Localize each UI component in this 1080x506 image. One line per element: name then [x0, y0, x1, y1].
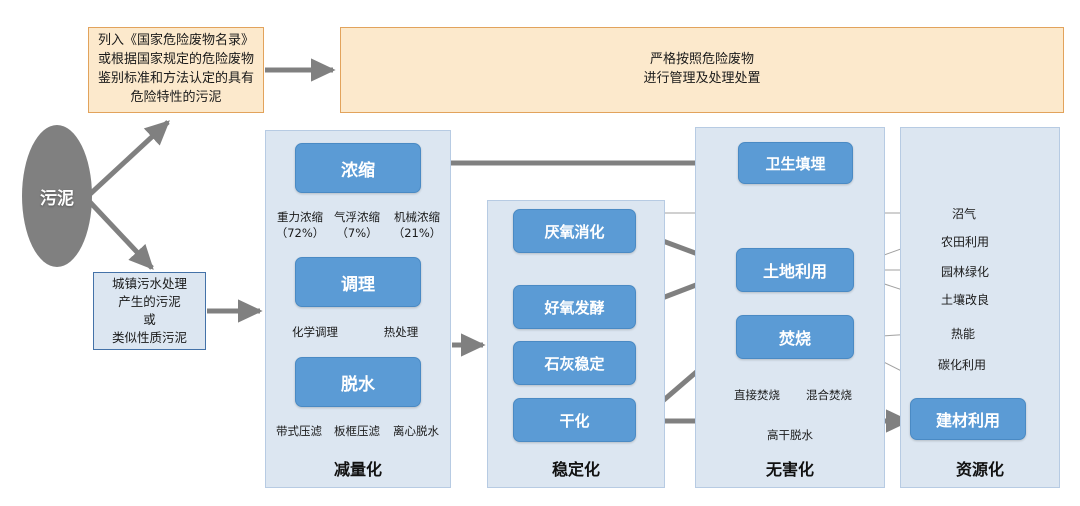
sublabel-text: 化学调理	[292, 325, 338, 339]
edge-note-gaogan-tuoshui: 高干脱水	[745, 428, 835, 444]
output-renneng: 热能	[951, 325, 975, 342]
panel-title-text: 减量化	[333, 460, 382, 479]
sublabel-text: 机械浓缩 （21%）	[392, 210, 442, 240]
node-fenshao[interactable]: 焚烧	[736, 315, 854, 359]
source-node-sludge[interactable]: 污泥	[22, 125, 92, 267]
panel-title-ziyuanhua: 资源化	[900, 456, 1060, 480]
sublabel-bankuang-yalv: 板框压滤	[323, 424, 391, 440]
sublabel-jixie-nongsuo: 机械浓缩 （21%）	[381, 210, 453, 241]
node-weisheng-tianmai[interactable]: 卫生填埋	[738, 142, 853, 184]
output-text: 热能	[951, 327, 976, 341]
sublabel-hunhe-fenshao: 混合焚烧	[794, 388, 864, 404]
node-tudi-liyong-label: 土地利用	[762, 262, 827, 281]
sublabel-rechuli: 热处理	[366, 325, 436, 341]
panel-title-text: 稳定化	[551, 460, 600, 479]
sublabel-text: 离心脱水	[393, 424, 439, 438]
sublabel-text: 混合焚烧	[806, 388, 852, 402]
node-haoyang-fajiao[interactable]: 好氧发酵	[513, 285, 636, 329]
output-nongtian-liyong: 农田利用	[941, 233, 989, 250]
node-yanyang-xiaohua[interactable]: 厌氧消化	[513, 209, 636, 253]
hazard-treatment-box[interactable]: 严格按照危险废物 进行管理及处理处置	[340, 27, 1064, 113]
sublabel-text: 热处理	[383, 325, 419, 339]
output-text: 沼气	[952, 207, 977, 221]
output-zhaoqi: 沼气	[952, 205, 976, 222]
panel-title-text: 资源化	[955, 460, 1004, 479]
output-text: 农田利用	[941, 235, 990, 249]
node-shihui-wending-label: 石灰稳定	[544, 354, 605, 373]
output-text: 碳化利用	[938, 358, 987, 372]
output-text: 土壤改良	[941, 293, 990, 307]
municipal-sludge-box[interactable]: 城镇污水处理 产生的污泥 或 类似性质污泥	[93, 272, 206, 350]
sublabel-text: 带式压滤	[276, 424, 322, 438]
node-fenshao-label: 焚烧	[778, 329, 811, 348]
node-tiaoli[interactable]: 调理	[295, 257, 421, 307]
panel-title-jianliang: 减量化	[265, 456, 451, 480]
sublabel-huaxue-tiaoli: 化学调理	[280, 325, 350, 341]
node-weisheng-tianmai-label: 卫生填埋	[765, 154, 826, 173]
municipal-sludge-label: 城镇污水处理 产生的污泥 或 类似性质污泥	[111, 275, 187, 346]
output-yuanlin-lvhua: 园林绿化	[941, 263, 989, 280]
panel-title-text: 无害化	[765, 460, 814, 479]
node-tiaoli-label: 调理	[341, 274, 375, 295]
output-text: 园林绿化	[941, 265, 990, 279]
output-turang-gailiang: 土壤改良	[941, 291, 989, 308]
node-jiancai-liyong[interactable]: 建材利用	[910, 398, 1026, 440]
sublabel-qifu-nongsuo: 气浮浓缩 （7%）	[322, 210, 392, 241]
node-shihui-wending[interactable]: 石灰稳定	[513, 341, 636, 385]
hazard-treatment-label: 严格按照危险废物 进行管理及处理处置	[643, 52, 761, 86]
node-nongsuo[interactable]: 浓缩	[295, 143, 421, 193]
sublabel-zhongli-nongsuo: 重力浓缩 （72%）	[265, 210, 335, 241]
sublabel-text: 直接焚烧	[734, 388, 780, 402]
node-yanyang-xiaohua-label: 厌氧消化	[544, 222, 605, 241]
sublabel-lixin-tuoshui: 离心脱水	[381, 424, 451, 440]
edge-note-text: 高干脱水	[767, 428, 813, 442]
sublabel-text: 板框压滤	[334, 424, 380, 438]
hazard-waste-box[interactable]: 列入《国家危险废物名录》 或根据国家规定的危险废物 鉴别标准和方法认定的具有 危…	[88, 27, 264, 113]
node-jiancai-liyong-label: 建材利用	[935, 411, 1000, 430]
sublabel-text: 气浮浓缩 （7%）	[334, 210, 380, 240]
node-ganhua[interactable]: 干化	[513, 398, 636, 442]
node-tuoshui[interactable]: 脱水	[295, 357, 421, 407]
source-node-label: 污泥	[40, 188, 74, 209]
node-ganhua-label: 干化	[559, 411, 590, 430]
sublabel-zhijie-fenshao: 直接焚烧	[722, 388, 792, 404]
panel-title-wuhaihua: 无害化	[695, 456, 885, 480]
sublabel-text: 重力浓缩 （72%）	[275, 210, 325, 240]
node-tuoshui-label: 脱水	[341, 374, 375, 395]
node-haoyang-fajiao-label: 好氧发酵	[544, 298, 605, 317]
output-tanhua-liyong: 碳化利用	[938, 356, 986, 373]
hazard-waste-label: 列入《国家危险废物名录》 或根据国家规定的危险废物 鉴别标准和方法认定的具有 危…	[97, 33, 254, 105]
panel-title-wendinghua: 稳定化	[487, 456, 665, 480]
node-nongsuo-label: 浓缩	[341, 160, 375, 181]
panel-column-3	[695, 127, 885, 488]
node-tudi-liyong[interactable]: 土地利用	[736, 248, 854, 292]
sublabel-daishi-yalv: 带式压滤	[265, 424, 333, 440]
